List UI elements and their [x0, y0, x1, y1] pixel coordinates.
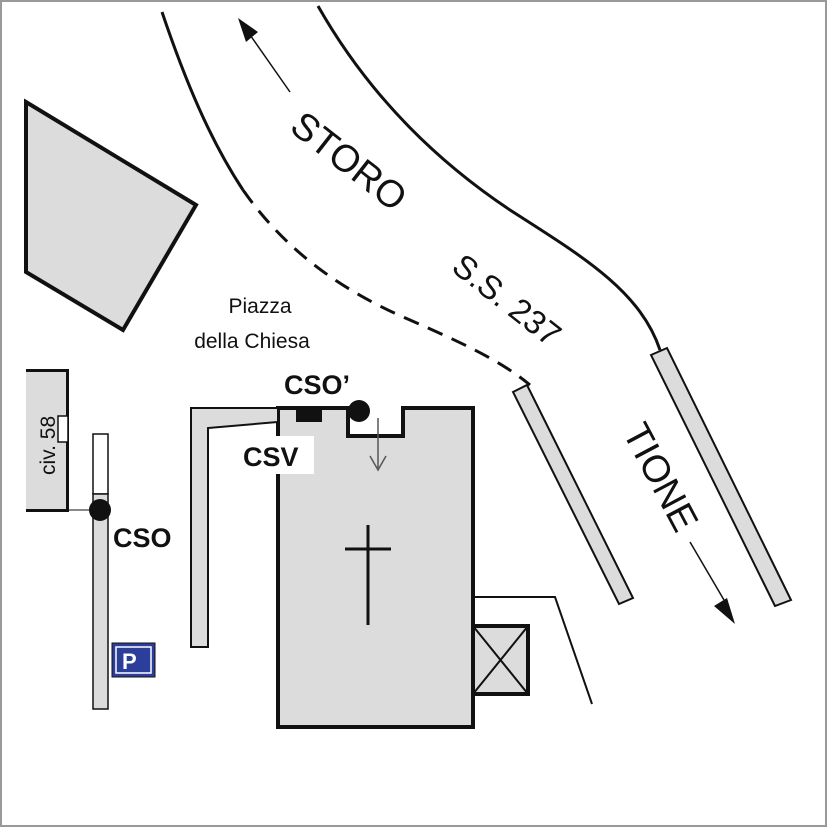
sidewalk-left-north	[92, 433, 109, 495]
square-name-line1: Piazza	[228, 295, 291, 318]
csv-marker	[296, 408, 322, 422]
house-number-label: civ. 58	[37, 416, 60, 475]
parking-icon	[111, 642, 156, 678]
arrow-down-icon	[714, 598, 735, 624]
cso-prime-label: CSO’	[284, 370, 350, 400]
annex-cross-b	[472, 625, 529, 695]
road-west-edge-dashed	[241, 189, 531, 387]
church-building	[276, 406, 475, 729]
parking-label: P	[122, 649, 137, 674]
sidewalk-west	[511, 383, 635, 606]
square-name-line2: della Chiesa	[194, 330, 310, 353]
sidewalk-east	[649, 346, 793, 608]
building-northwest	[24, 98, 199, 333]
csv-label: CSV	[243, 442, 299, 472]
arrow-down-icon	[369, 455, 387, 472]
building-door	[57, 415, 69, 443]
arrow-tione-line	[689, 541, 725, 601]
road-west-edge-north	[160, 11, 245, 191]
footpath-west-church	[190, 407, 279, 648]
arrow-storo-line	[247, 31, 291, 93]
cso-marker	[89, 499, 111, 521]
parking-sign-border	[115, 646, 152, 674]
road-east-edge	[316, 5, 662, 351]
csv-label-bg	[238, 436, 314, 474]
boundary-line	[473, 596, 593, 705]
cso-label: CSO	[113, 523, 172, 553]
arrow-up-icon	[238, 18, 258, 42]
sidewalk-left	[92, 493, 109, 710]
cso-prime-marker	[348, 400, 370, 422]
